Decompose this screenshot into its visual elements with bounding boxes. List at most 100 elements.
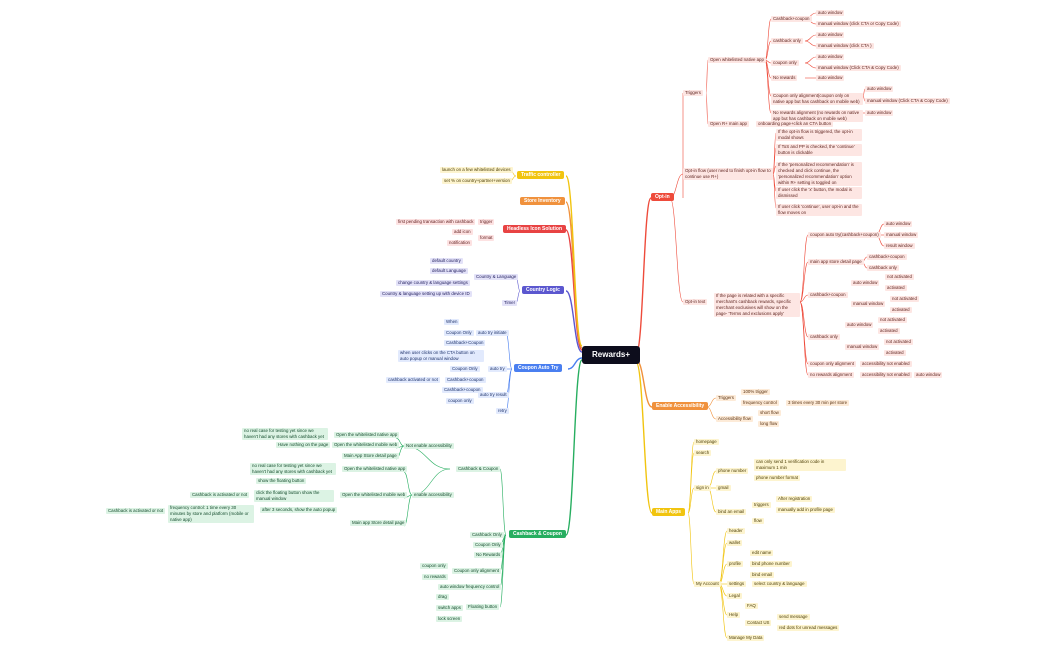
node-note[interactable]: Have nothing on the page bbox=[276, 442, 331, 448]
node-note[interactable]: when user clicks on the CTA button on au… bbox=[398, 350, 484, 362]
node-activated[interactable]: Cashback is activated or not bbox=[190, 492, 250, 498]
node-cashback-coupon[interactable]: Cashback & Coupon bbox=[456, 466, 501, 472]
node-window-option[interactable]: auto window bbox=[816, 32, 845, 38]
node-float-item[interactable]: lock screen bbox=[436, 616, 463, 622]
node-enable[interactable]: enable accessibility bbox=[412, 492, 454, 498]
node-no-rewards[interactable]: no rewards bbox=[422, 574, 448, 580]
node-trigger-item[interactable]: first pending transaction with cashback bbox=[396, 219, 476, 225]
node-retry[interactable]: retry bbox=[496, 408, 509, 414]
node-profile-item[interactable]: edit name bbox=[750, 550, 774, 556]
central-topic[interactable]: Rewards+ bbox=[582, 346, 641, 364]
node-onboarding[interactable]: onboarding page+click an CTA button bbox=[756, 121, 834, 127]
node-reward-type[interactable]: cashback only bbox=[867, 265, 899, 271]
node-freq[interactable]: frequency control: 1 time every 30 minut… bbox=[168, 505, 254, 523]
node-profile[interactable]: profile bbox=[727, 561, 743, 567]
node-flow-type[interactable]: short flow bbox=[758, 410, 781, 416]
node-flow-step[interactable]: If user click 'continue', user opt-in an… bbox=[776, 204, 862, 216]
node-faq[interactable]: FAQ bbox=[745, 603, 758, 609]
node-settings-item[interactable]: select country & language bbox=[752, 581, 807, 587]
node-activated[interactable]: cashback activated or not bbox=[386, 377, 440, 383]
node-flow-step[interactable]: If ToS and PP is checked, the 'continue'… bbox=[776, 144, 862, 156]
node-cl-item[interactable]: change country & language settings bbox=[396, 280, 470, 286]
node-activation[interactable]: activated bbox=[878, 328, 900, 334]
node-format[interactable]: format bbox=[478, 235, 495, 241]
node-coupon-only[interactable]: Coupon Only bbox=[450, 366, 480, 372]
node-activation[interactable]: not activated bbox=[885, 274, 914, 280]
node-whitelisted-item[interactable]: Cashback+coupon bbox=[771, 16, 812, 22]
node-window-option[interactable]: auto window bbox=[816, 75, 845, 81]
node-initiate-item[interactable]: Cashback+Coupon bbox=[444, 340, 486, 346]
node-contact-item[interactable]: send message bbox=[777, 614, 810, 620]
node-float-item[interactable]: switch apps bbox=[436, 605, 463, 611]
node-window-option[interactable]: auto window bbox=[865, 110, 894, 116]
node-activation[interactable]: activated bbox=[884, 350, 906, 356]
node-result-item[interactable]: Cashback+coupon bbox=[442, 387, 483, 393]
branch-main-apps[interactable]: Main Apps bbox=[652, 508, 686, 516]
node-coupon-only[interactable]: Coupon Only bbox=[473, 542, 503, 548]
node-store-detail[interactable]: Main app Store detail page bbox=[350, 520, 407, 526]
node-no-rewards-alignment[interactable]: no rewards alignment bbox=[808, 372, 854, 378]
node-traffic-item[interactable]: set % on country+partner+version bbox=[442, 178, 512, 184]
node-auto-popup[interactable]: after 3 seconds, show the auto popup bbox=[260, 507, 338, 513]
node-window-option[interactable]: manual window (click CTA or Copy Code) bbox=[816, 21, 901, 27]
node-text-note[interactable]: If the page is related with a specific m… bbox=[714, 293, 800, 317]
node-cashback-coupon[interactable]: cashback+coupon bbox=[808, 292, 848, 298]
node-float-item[interactable]: drag bbox=[436, 594, 449, 600]
node-cl-item[interactable]: Country & language setting up with devic… bbox=[380, 291, 472, 297]
node-initiate-item[interactable]: When bbox=[444, 319, 460, 325]
node-search[interactable]: search bbox=[694, 450, 712, 456]
node-flow-type[interactable]: long flow bbox=[758, 421, 780, 427]
node-my-account[interactable]: My Account bbox=[694, 581, 721, 587]
node-triggers[interactable]: Triggers bbox=[716, 395, 736, 401]
node-whitelisted-item[interactable]: No rewards bbox=[771, 75, 798, 81]
node-store-detail[interactable]: Main App Store detail page bbox=[342, 453, 399, 459]
node-bind-email[interactable]: bind an email bbox=[716, 509, 747, 515]
branch-coupon-auto-try[interactable]: Coupon Auto Try bbox=[514, 364, 563, 372]
node-window-option[interactable]: manual window (click CTA ) bbox=[816, 43, 874, 49]
node-whitelisted-item[interactable]: No rewards alignment (no rewards on nati… bbox=[771, 110, 863, 122]
node-contact[interactable]: Contact US bbox=[745, 620, 772, 626]
node-mobile-web[interactable]: Open the whitelisted mobile web bbox=[340, 492, 408, 498]
node-coupon-auto[interactable]: coupon auto try(cashback+coupon) bbox=[808, 232, 881, 238]
branch-traffic-controller[interactable]: Traffic controller bbox=[517, 171, 565, 179]
node-cl-item[interactable]: default Language bbox=[430, 268, 468, 274]
node-whitelisted-item[interactable]: Coupon only alignment(coupon only on nat… bbox=[771, 93, 863, 105]
node-coupon-alignment[interactable]: coupon only alignment bbox=[808, 361, 856, 367]
branch-store-inventory[interactable]: Store Inventory bbox=[520, 197, 565, 205]
node-flow[interactable]: flow bbox=[752, 518, 764, 524]
node-floating-button[interactable]: Floating button bbox=[466, 604, 500, 610]
node-country-language[interactable]: Country & Language bbox=[474, 274, 519, 280]
node-legal[interactable]: Legal bbox=[727, 593, 742, 599]
node-not-enabled[interactable]: accessibility not enabled bbox=[860, 361, 912, 367]
node-result[interactable]: auto try result bbox=[478, 392, 509, 398]
node-trigger[interactable]: trigger bbox=[478, 219, 495, 225]
node-auto-try[interactable]: auto try bbox=[488, 366, 507, 372]
node-coupon-only[interactable]: coupon only bbox=[420, 563, 448, 569]
node-initiate-item[interactable]: Coupon Only bbox=[444, 330, 474, 336]
node-reward-type[interactable]: cashback+coupon bbox=[867, 254, 907, 260]
node-cashback-only[interactable]: cashback only bbox=[808, 334, 840, 340]
node-gmail[interactable]: gmail bbox=[716, 485, 731, 491]
node-flow-step[interactable]: If the opt-in flow is triggered, the opt… bbox=[776, 129, 862, 141]
node-help[interactable]: Help bbox=[727, 612, 741, 618]
node-phone-rule[interactable]: can only send 1 verification code in max… bbox=[754, 459, 846, 471]
node-auto-window[interactable]: auto window bbox=[914, 372, 943, 378]
node-frequency[interactable]: frequency control bbox=[741, 400, 779, 406]
node-note[interactable]: no real case for testing yet since we ha… bbox=[250, 463, 336, 475]
node-whitelisted-app[interactable]: Open whitelisted native app bbox=[708, 57, 766, 63]
node-phone-rule[interactable]: phone number format bbox=[754, 475, 800, 481]
node-manual[interactable]: click the floating button show the manua… bbox=[254, 490, 334, 502]
node-result-item[interactable]: coupon only bbox=[446, 398, 474, 404]
node-bind-trigger[interactable]: After registration bbox=[776, 496, 813, 502]
node-window-option[interactable]: auto window bbox=[816, 10, 845, 16]
node-profile-item[interactable]: bind email bbox=[750, 572, 775, 578]
node-settings[interactable]: settings bbox=[727, 581, 747, 587]
node-window-option[interactable]: manual window (Click CTA & Copy Code) bbox=[865, 98, 950, 104]
node-not-enabled[interactable]: accessibility not enabled bbox=[860, 372, 912, 378]
node-auto-try-initiate[interactable]: auto try initiate bbox=[476, 330, 509, 336]
branch-accessibility[interactable]: Enable Accessibility bbox=[652, 402, 709, 410]
node-cashback-coupon[interactable]: Cashback+coupon bbox=[445, 377, 486, 383]
node-activation[interactable]: not activated bbox=[890, 296, 919, 302]
node-homepage[interactable]: homepage bbox=[694, 439, 719, 445]
node-flow-step[interactable]: If user click the 'x' button, the modal … bbox=[776, 187, 862, 199]
